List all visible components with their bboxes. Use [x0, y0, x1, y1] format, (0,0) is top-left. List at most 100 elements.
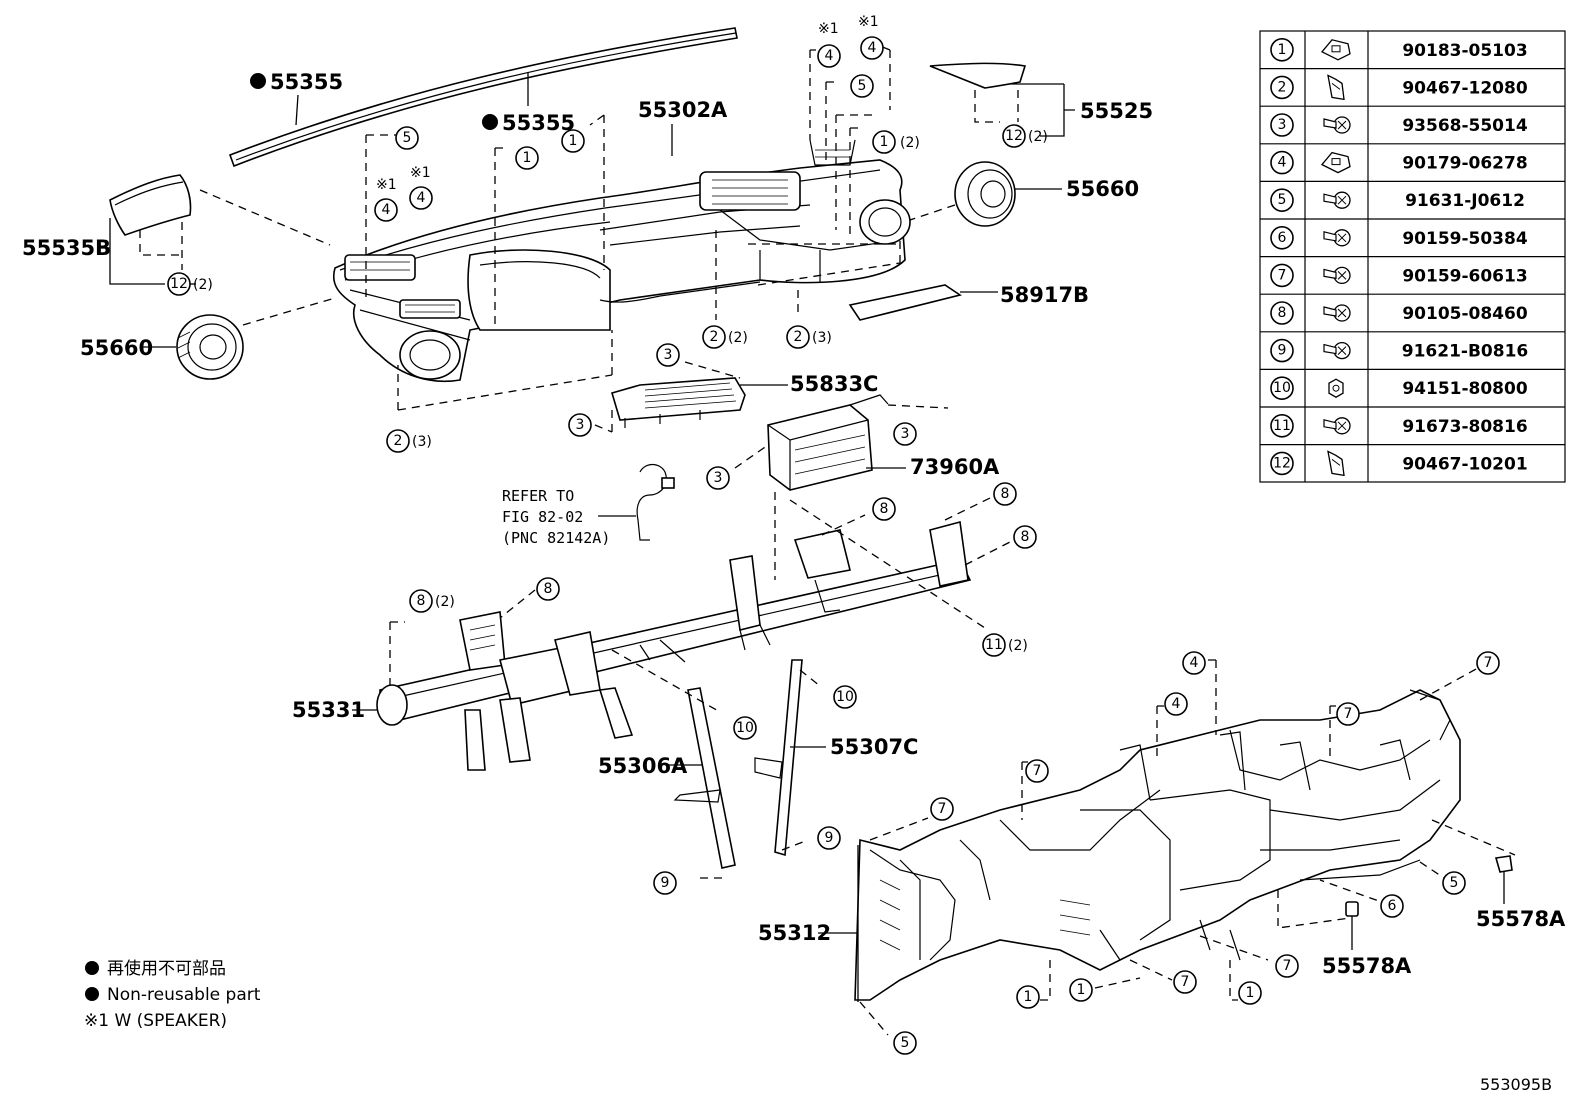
- svg-text:※1: ※1: [858, 14, 879, 30]
- label-73960A[interactable]: 73960A: [910, 455, 1000, 479]
- fastener-number: 3: [1278, 117, 1287, 133]
- label-55302A[interactable]: 55302A: [638, 98, 728, 122]
- callout-12-qty2[interactable]: 12(2): [167, 272, 213, 296]
- callout-5[interactable]: 5: [893, 1031, 917, 1055]
- callout-7[interactable]: 7: [1336, 702, 1360, 726]
- fastener-row[interactable]: 1 90183-05103: [1270, 37, 1528, 62]
- callout-1[interactable]: 1: [1016, 985, 1040, 1009]
- callout-8[interactable]: 8: [872, 497, 896, 521]
- callout-2-qty3[interactable]: 2(3): [386, 429, 432, 453]
- callout-8[interactable]: 8: [536, 577, 560, 601]
- moulding-strip-55355[interactable]: [228, 27, 738, 168]
- callout-5[interactable]: 5: [1442, 871, 1466, 895]
- callout-4[interactable]: 4: [1164, 692, 1188, 716]
- callout-3[interactable]: 3: [568, 413, 592, 437]
- svg-text:5: 5: [901, 1035, 910, 1051]
- speaker-right-55660[interactable]: [954, 161, 1016, 227]
- clip-55578A-right[interactable]: [1494, 855, 1513, 873]
- clip-55578A-center[interactable]: [1345, 901, 1359, 917]
- instrument-panel-upper-55302A[interactable]: [333, 139, 911, 383]
- reinforcement-beam-55331[interactable]: [376, 520, 972, 771]
- callout-9[interactable]: 9: [817, 826, 841, 850]
- callout-4-speaker[interactable]: ※14: [374, 177, 398, 222]
- center-register-55833C[interactable]: [611, 377, 746, 428]
- label-55660-left[interactable]: 55660: [80, 336, 153, 360]
- callout-11-qty2[interactable]: 11(2): [982, 633, 1028, 657]
- svg-text:4: 4: [1190, 655, 1199, 671]
- instrument-panel-lower-55312[interactable]: [854, 689, 1461, 1001]
- fastener-row[interactable]: 2 90467-12080: [1270, 74, 1528, 101]
- svg-text:9: 9: [661, 875, 670, 891]
- brace-55306A[interactable]: [673, 687, 736, 869]
- svg-text:7: 7: [1344, 706, 1353, 722]
- svg-text:8: 8: [1001, 486, 1010, 502]
- fastener-row[interactable]: 10 94151-80800: [1270, 376, 1528, 401]
- label-58917B[interactable]: 58917B: [1000, 283, 1089, 307]
- fastener-row[interactable]: 5 91631-J0612: [1270, 188, 1525, 212]
- airbag-73960A[interactable]: [767, 394, 889, 491]
- fastener-number-circle: [1270, 188, 1294, 212]
- callout-1[interactable]: 1: [561, 129, 585, 153]
- fastener-row[interactable]: 9 91621-B0816: [1270, 338, 1528, 363]
- label-55525[interactable]: 55525: [1080, 99, 1153, 123]
- callout-6[interactable]: 6: [1380, 894, 1404, 918]
- callout-7[interactable]: 7: [1173, 970, 1197, 994]
- non-reusable-dot-icon: [250, 73, 266, 89]
- fastener-row[interactable]: 11 91673-80816: [1270, 413, 1528, 438]
- callout-1-qty2[interactable]: 1(2): [872, 130, 920, 154]
- callout-3[interactable]: 3: [893, 422, 917, 446]
- speaker-left-55660[interactable]: [176, 314, 244, 380]
- callout-7[interactable]: 7: [1476, 651, 1500, 675]
- wire-harness-reference[interactable]: [636, 463, 675, 541]
- callout-1[interactable]: 1: [1238, 981, 1262, 1005]
- bolt-icon: [1323, 116, 1351, 134]
- callout-4-speaker[interactable]: ※14: [409, 165, 433, 210]
- fastener-row[interactable]: 8 90105-08460: [1270, 301, 1528, 325]
- label-55833C[interactable]: 55833C: [790, 372, 878, 396]
- svg-text:10: 10: [736, 720, 754, 736]
- callout-10[interactable]: 10: [833, 685, 857, 709]
- callout-1[interactable]: 1: [515, 146, 539, 170]
- label-55660-right[interactable]: 55660: [1066, 177, 1139, 201]
- fastener-number-circle: [1270, 413, 1294, 438]
- callout-4-speaker[interactable]: ※14: [817, 21, 841, 68]
- label-55578A-right[interactable]: 55578A: [1476, 907, 1566, 931]
- label-55355-center[interactable]: 55355: [502, 111, 575, 135]
- callout-2-qty2[interactable]: 2(2): [702, 325, 748, 349]
- callout-8[interactable]: 8: [1013, 525, 1037, 549]
- non-reusable-dot-icon: [482, 114, 498, 130]
- fastener-row[interactable]: 12 90467-10201: [1270, 450, 1528, 477]
- callout-2-qty3[interactable]: 2(3): [786, 325, 832, 349]
- callout-7[interactable]: 7: [930, 797, 954, 821]
- callout-8-qty2[interactable]: 8(2): [409, 589, 455, 613]
- label-55307C[interactable]: 55307C: [830, 735, 918, 759]
- label-55355-left[interactable]: 55355: [270, 70, 343, 94]
- callout-10[interactable]: 10: [733, 716, 757, 740]
- callout-1[interactable]: 1: [1069, 978, 1093, 1002]
- callout-5[interactable]: 5: [395, 126, 419, 150]
- fastener-number: 9: [1278, 343, 1287, 359]
- label-55535B[interactable]: 55535B: [22, 236, 111, 260]
- callout-8[interactable]: 8: [993, 482, 1017, 506]
- fastener-row[interactable]: 3 93568-55014: [1270, 113, 1528, 137]
- callout-12-qty2[interactable]: 12(2): [1002, 124, 1048, 148]
- brace-55307C[interactable]: [754, 659, 803, 857]
- label-55306A[interactable]: 55306A: [598, 754, 688, 778]
- pad-58917B[interactable]: [848, 284, 962, 321]
- fastener-number: 2: [1278, 79, 1287, 95]
- callout-3[interactable]: 3: [706, 466, 730, 490]
- callout-4-speaker[interactable]: ※14: [858, 14, 884, 60]
- callout-9[interactable]: 9: [653, 871, 677, 895]
- svg-text:(2): (2): [1008, 638, 1028, 654]
- fastener-row[interactable]: 4 90179-06278: [1270, 150, 1528, 175]
- speaker-cover-left-55535B[interactable]: [109, 174, 192, 236]
- fastener-row[interactable]: 6 90159-50384: [1270, 226, 1528, 250]
- fastener-row[interactable]: 7 90159-60613: [1270, 263, 1528, 288]
- nut-icon: [1328, 378, 1344, 398]
- callout-4[interactable]: 4: [1182, 651, 1206, 675]
- callout-7[interactable]: 7: [1275, 954, 1299, 978]
- callout-5[interactable]: 5: [850, 74, 874, 98]
- callout-3[interactable]: 3: [656, 343, 680, 367]
- callout-7[interactable]: 7: [1025, 759, 1049, 783]
- label-55578A-center[interactable]: 55578A: [1322, 954, 1412, 978]
